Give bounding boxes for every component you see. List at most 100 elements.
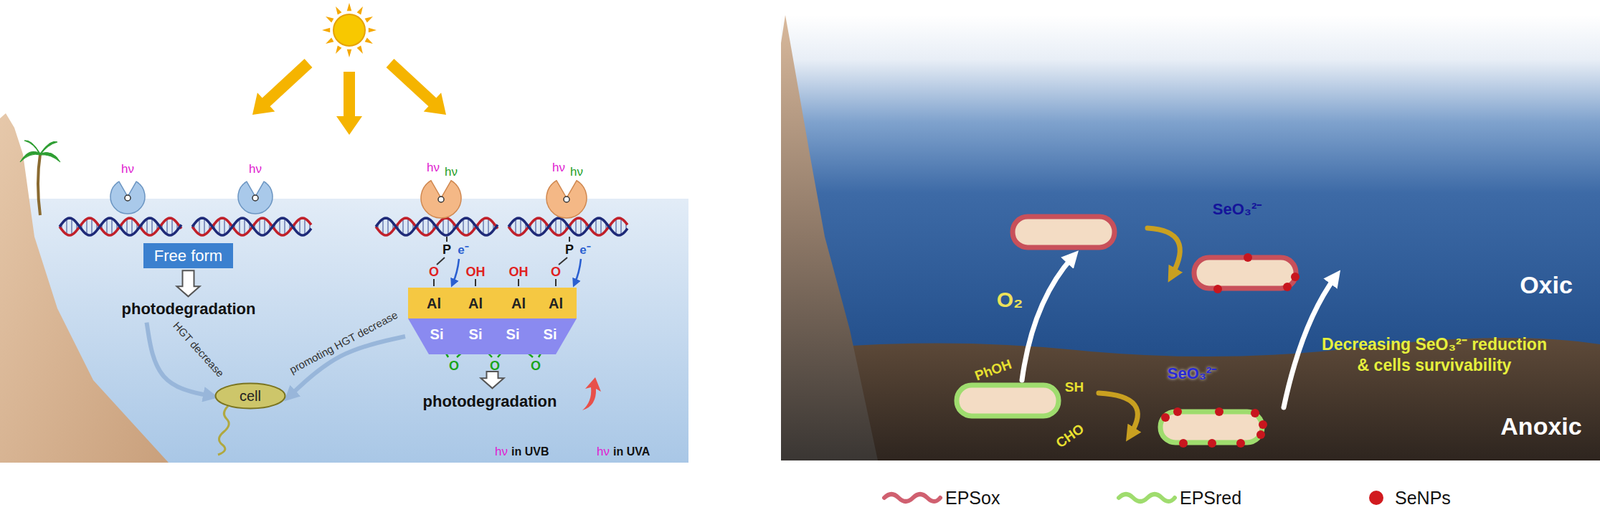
mountain xyxy=(0,113,169,463)
node-text: Si xyxy=(506,326,520,343)
group-label: SH xyxy=(1064,379,1084,396)
connector-arrow xyxy=(481,371,505,388)
base-pair xyxy=(198,218,201,235)
zone-label: Oxic xyxy=(1519,271,1573,300)
selenium-nanoparticle xyxy=(1207,438,1217,448)
base-pair xyxy=(91,218,93,236)
base-pair xyxy=(467,218,470,236)
base-pair xyxy=(223,218,226,236)
base-pair xyxy=(482,218,485,235)
chromophore xyxy=(563,196,570,203)
legend-line-sample xyxy=(884,494,1175,502)
chromophore xyxy=(252,195,259,201)
hv-symbol: hν xyxy=(552,160,566,175)
selenium-nanoparticle xyxy=(1161,413,1170,422)
selenium-nanoparticle xyxy=(1214,407,1224,416)
legend-text: EPSred xyxy=(1179,487,1242,509)
selenium-nanoparticle xyxy=(1250,408,1260,418)
dna-strand xyxy=(508,218,628,236)
sun-ray xyxy=(347,49,352,58)
base-pair xyxy=(555,218,557,235)
sun xyxy=(333,14,366,46)
legend-text: SeNPs xyxy=(1394,487,1451,509)
palm-tree xyxy=(40,152,61,163)
bond-line xyxy=(517,278,520,287)
dna-strand xyxy=(192,218,312,236)
bond-line xyxy=(558,257,568,265)
photolyase xyxy=(238,181,273,214)
base-pair xyxy=(462,218,465,235)
base-pair xyxy=(65,218,68,235)
legend-line-sample xyxy=(884,494,941,502)
key-text: in UVB xyxy=(511,445,549,459)
atom-label: P xyxy=(565,242,574,258)
bacterium-cell: cell xyxy=(214,382,287,410)
sun-ray xyxy=(347,2,352,11)
base-pair xyxy=(258,218,261,235)
legend-entry: EPSox xyxy=(945,487,1000,509)
electron-arrow xyxy=(452,258,459,284)
base-pair xyxy=(519,218,522,236)
reduction-arrow xyxy=(1147,228,1180,276)
node-text: Al xyxy=(548,295,563,312)
selenium-nanoparticle xyxy=(1213,284,1223,294)
ion-label: SeO₃²⁻ xyxy=(1212,200,1263,219)
bacterium-oxic xyxy=(1012,216,1115,248)
sun-ray xyxy=(368,27,377,33)
base-pair xyxy=(218,218,221,235)
edge-label: HGT decrease xyxy=(170,319,227,380)
legend-swatch xyxy=(1369,490,1384,505)
connector-arrow xyxy=(177,270,201,297)
selenium-nanoparticle xyxy=(1283,282,1292,292)
process-text: photodegradation xyxy=(119,298,259,320)
bond-line xyxy=(433,236,570,287)
transition-arrow xyxy=(1021,256,1336,408)
bacterium-anoxic xyxy=(956,385,1263,443)
selenium-nanoparticle xyxy=(1173,407,1182,416)
reduction-arrow xyxy=(1098,228,1180,435)
base-pair xyxy=(402,218,404,235)
atom-label: OH xyxy=(466,264,486,280)
base-pair xyxy=(615,218,617,235)
bacterium-anoxic xyxy=(1160,411,1263,443)
legend-line-sample xyxy=(1118,494,1175,502)
dna-strand xyxy=(375,218,498,236)
palm-tree xyxy=(20,140,61,216)
node-text: Free form xyxy=(154,246,223,265)
flagellum xyxy=(218,405,229,455)
edge-label: promoting HGT decrease xyxy=(286,307,400,376)
transition-arrow xyxy=(1021,256,1073,381)
node-text: photodegradation xyxy=(423,392,558,411)
chromophore xyxy=(438,196,444,203)
palm-tree xyxy=(24,140,41,155)
increase-arrow xyxy=(582,377,601,411)
atom-label: P xyxy=(442,242,452,258)
atom-label: O xyxy=(489,358,500,374)
hv-symbol: hν xyxy=(426,160,440,175)
node-text: Al xyxy=(468,295,483,312)
sun-ray xyxy=(365,38,373,44)
group-label: CHO xyxy=(1052,420,1087,452)
base-pair xyxy=(580,218,582,236)
bacterium-oxic xyxy=(1194,257,1296,289)
atom-label: O xyxy=(428,264,439,280)
alumina-layer: AlAlAlAl xyxy=(408,287,577,319)
hv-symbol: hν xyxy=(248,162,262,177)
increase-arrow xyxy=(582,377,601,411)
dna-strand xyxy=(375,218,498,236)
sun-ray xyxy=(357,6,363,15)
base-pair xyxy=(620,218,622,236)
sun-ray xyxy=(325,38,334,44)
process-box: Free form xyxy=(143,243,234,269)
silica-layer: SiSiSiSi xyxy=(408,318,577,355)
selenium-nanoparticle xyxy=(1243,253,1253,262)
key-text: in UVA xyxy=(613,445,650,459)
sun xyxy=(322,2,377,58)
group-label: PhOH xyxy=(972,356,1014,385)
bond-line xyxy=(474,278,477,287)
mountain xyxy=(0,113,169,463)
node-text: Al xyxy=(511,295,526,312)
reduction-arrow xyxy=(1098,393,1138,435)
base-pair xyxy=(535,218,537,235)
node-text: Si xyxy=(430,326,444,343)
